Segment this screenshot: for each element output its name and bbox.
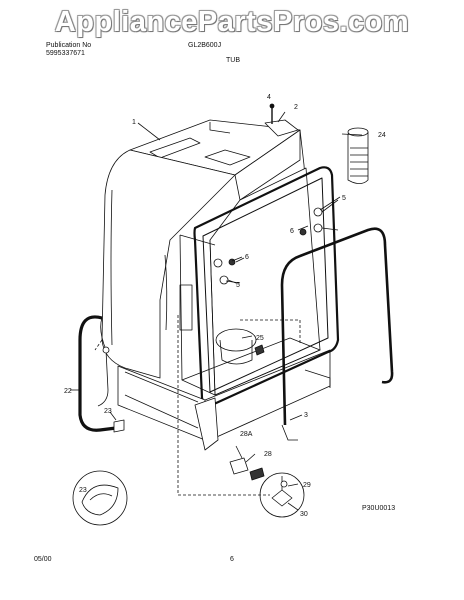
section-title: TUB (226, 57, 240, 64)
callout-28: 28 (264, 451, 272, 458)
callout-labels: 1 2 3 4 5 5 6 6 22 23 23 24 25 28 28A 29… (64, 94, 386, 518)
callout-2: 2 (294, 104, 298, 111)
tub-floor (181, 337, 321, 396)
callout-4: 4 (267, 94, 271, 101)
callout-23b: 23 (79, 487, 87, 494)
publication-label: Publication No (46, 42, 92, 49)
publication-number: 5995337671 (46, 50, 85, 57)
callout-1: 1 (132, 119, 136, 126)
hose-clamp (113, 419, 125, 433)
tub-top-recess (204, 149, 251, 166)
sump-housing (215, 328, 257, 352)
dashed-guide (177, 315, 270, 496)
footer-page-number: 6 (230, 556, 234, 563)
callout-5a: 5 (342, 195, 346, 202)
callout-22: 22 (64, 388, 72, 395)
callout-3: 3 (304, 412, 308, 419)
fill-hose (78, 315, 117, 432)
footer-date: 05/00 (34, 556, 52, 563)
callout-23a: 23 (104, 408, 112, 415)
callout-30: 30 (300, 511, 308, 518)
callout-6a: 6 (290, 228, 294, 235)
tub-left-face (101, 149, 236, 379)
inset-detail-23 (72, 470, 128, 526)
figure-code: P30U0013 (362, 505, 396, 512)
callout-5b: 5 (236, 282, 240, 289)
callout-6b: 6 (245, 254, 249, 261)
callout-29: 29 (303, 482, 311, 489)
tub-right-face (234, 129, 301, 201)
door-seal (280, 227, 394, 426)
callout-25: 25 (256, 335, 264, 342)
watermark-logo: AppliancePartsPros.com (54, 6, 410, 38)
door-frame (193, 166, 340, 407)
model-number: GL2B600J (188, 42, 222, 49)
front-bracket (194, 397, 219, 451)
callout-28a: 28A (240, 431, 253, 438)
hose-coupler (347, 129, 369, 184)
callout-24: 24 (378, 132, 386, 139)
base-frame (117, 365, 206, 441)
switch-part-28 (229, 457, 249, 475)
